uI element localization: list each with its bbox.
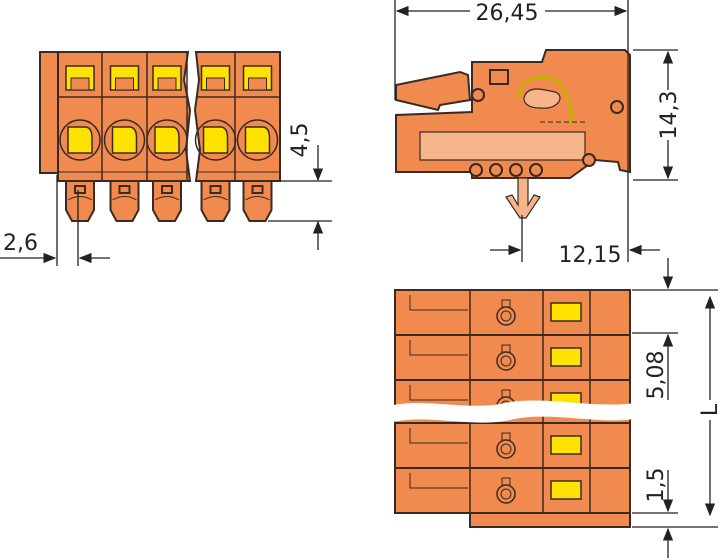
front-dimensions: 4,5 2,6: [0, 123, 332, 266]
test-port-tab: [501, 389, 511, 398]
pole-row: [394, 289, 631, 336]
wire-entry-opening: [111, 126, 138, 154]
wire-entry: [59, 119, 101, 161]
front-view: [39, 51, 281, 222]
rivet: [469, 163, 483, 177]
dim-pitch: 5,08: [644, 351, 669, 400]
dim-front-height: 4,5: [288, 123, 313, 158]
pin: [200, 180, 231, 222]
test-port-tab: [501, 432, 511, 441]
dim-length: L: [698, 403, 720, 416]
test-port-inner: [500, 355, 512, 367]
pin-detail: [154, 196, 180, 201]
pole-row: [394, 334, 631, 381]
dim-pin-offset: 12,15: [559, 243, 622, 268]
bottom-view: [393, 289, 640, 528]
latch-detail: [409, 428, 468, 444]
release-slot: [70, 77, 90, 91]
rivet: [582, 153, 596, 167]
pin: [109, 180, 140, 222]
wire-entry: [146, 119, 188, 161]
latch-detail: [409, 473, 468, 489]
test-port-inner: [500, 443, 512, 455]
pin-tab: [74, 185, 86, 194]
pin-tab: [161, 185, 173, 194]
dim-bottom-offset: 1,5: [644, 468, 669, 503]
test-port-inner: [500, 488, 512, 500]
wire-entry-opening: [244, 126, 271, 154]
pin-detail: [203, 196, 228, 201]
latch-detail: [409, 340, 468, 356]
release-button: [550, 435, 582, 455]
pin-detail: [67, 196, 93, 201]
pin-tab: [118, 185, 131, 194]
release-slot: [157, 77, 177, 91]
release-button: [550, 480, 582, 500]
test-port-tab: [501, 344, 511, 353]
dim-front-offset: 2,6: [3, 231, 38, 256]
pin-tab: [251, 185, 264, 194]
release-slot: [115, 77, 134, 91]
release-button: [550, 302, 582, 322]
pin-detail: [245, 196, 270, 201]
rivet: [509, 163, 523, 177]
pin-detail: [112, 196, 137, 201]
wire-entry: [236, 119, 279, 161]
pin: [242, 180, 273, 222]
rivet: [471, 88, 485, 102]
pin: [152, 180, 182, 222]
test-port-inner: [500, 310, 512, 322]
dim-total-length: 26,45: [476, 1, 539, 26]
pin: [65, 180, 95, 222]
rivet: [489, 163, 503, 177]
test-port-tab: [501, 299, 511, 308]
wire-entry-opening: [202, 126, 229, 154]
wire-entry-opening: [67, 126, 93, 154]
rivet: [529, 163, 543, 177]
dim-height: 14,3: [657, 91, 682, 140]
wire-entry: [103, 119, 146, 161]
latch-detail: [409, 295, 468, 311]
release-slot: [248, 77, 267, 91]
rivet: [610, 100, 624, 114]
latch-detail: [409, 385, 468, 401]
pin-tab: [209, 185, 222, 194]
wire-entry-opening: [154, 126, 180, 154]
test-port-tab: [501, 477, 511, 486]
side-view: [395, 49, 631, 219]
release-button: [550, 347, 582, 367]
bottom-dimensions: 5,08 1,5 L: [632, 258, 720, 558]
release-slot: [206, 77, 225, 91]
side-dimensions: 26,45 14,3 12,15: [394, 0, 682, 268]
pole-row: [394, 422, 631, 469]
pole-row: [394, 467, 631, 514]
wire-entry: [194, 119, 237, 161]
